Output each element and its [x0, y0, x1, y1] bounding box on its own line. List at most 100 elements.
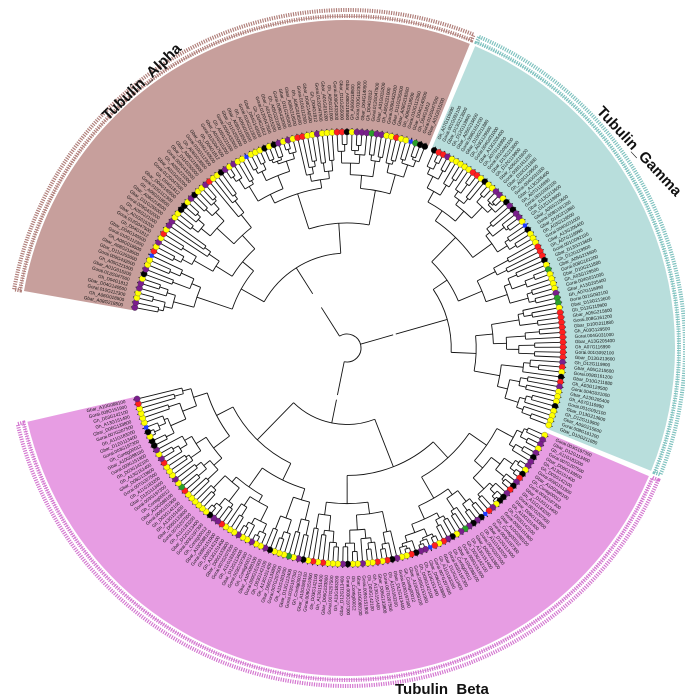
- tree-branch: [460, 184, 468, 194]
- tree-branch: [435, 519, 439, 526]
- tree-branch: [211, 208, 220, 217]
- tree-branch: [401, 159, 404, 164]
- tree-branch: [526, 427, 529, 433]
- tree-branch: [238, 179, 246, 190]
- tree-branch: [151, 296, 154, 302]
- leaf-marker: [238, 155, 246, 163]
- tree-branch: [262, 163, 267, 170]
- tree-branch: [471, 206, 483, 219]
- tree-branch: [171, 446, 175, 452]
- leaf-label: Gbar_A05G215600: [574, 365, 615, 374]
- tree-branch: [248, 186, 259, 202]
- tree-branch: [321, 162, 326, 164]
- tree-branch: [285, 148, 291, 151]
- tree-branch: [506, 335, 526, 338]
- tree-branch: [305, 520, 310, 536]
- leaf-label: Gorai.008G161200: [573, 371, 613, 380]
- tree-branch: [240, 214, 252, 228]
- leaf-marker: [421, 143, 429, 150]
- leaf-marker: [522, 223, 528, 228]
- tree-branch: [509, 467, 515, 472]
- tree-branch: [319, 179, 323, 189]
- tree-branch: [509, 379, 520, 383]
- tree-branch: [191, 283, 201, 288]
- tree-branch: [171, 279, 174, 285]
- tree-branch: [213, 502, 217, 507]
- tree-branch: [244, 183, 254, 190]
- leaf-label: Gh_A13G151400: [315, 574, 324, 611]
- tree-branch: [218, 498, 226, 506]
- tree-branch: [431, 261, 459, 302]
- tree-branch: [282, 463, 292, 481]
- tree-branch: [207, 251, 212, 257]
- tree-branch: [458, 290, 483, 302]
- tree-branch: [491, 495, 496, 500]
- tree-branch: [179, 444, 188, 450]
- tree-branch: [300, 488, 306, 500]
- tree-branch: [509, 245, 517, 250]
- tree-branch: [191, 256, 197, 265]
- tree-branch: [492, 227, 505, 237]
- tree-branch: [257, 188, 284, 202]
- tree-branch: [312, 160, 317, 162]
- tree-branch: [524, 428, 528, 431]
- tree-branch: [501, 473, 507, 480]
- tree-branch: [152, 298, 166, 303]
- tree-branch: [379, 157, 381, 162]
- tree-branch: [501, 478, 506, 484]
- leaf-label: Gbar_D06G133800: [320, 574, 329, 615]
- tree-branch: [439, 184, 447, 196]
- tree-branch: [367, 541, 375, 544]
- tree-branch: [381, 544, 384, 550]
- tree-branch: [275, 515, 281, 530]
- tree-branch: [195, 211, 200, 217]
- tree-branch: [418, 543, 424, 546]
- tree-branch: [462, 503, 468, 511]
- tree-branch: [207, 469, 219, 480]
- tree-branch: [164, 306, 173, 309]
- tree-branch: [173, 301, 194, 308]
- tree-branch: [360, 187, 391, 195]
- leaf-label: Gh_A06G018500: [349, 84, 355, 120]
- tree-branch: [182, 405, 197, 412]
- tree-branch: [248, 467, 263, 488]
- tree-branch: [338, 223, 342, 254]
- tree-branch: [205, 437, 223, 459]
- tree-branch: [370, 159, 380, 163]
- tree-branch: [169, 271, 181, 277]
- tree-branch: [391, 160, 394, 165]
- tree-branch: [386, 163, 390, 173]
- tree-branch: [234, 194, 238, 200]
- leaf-marker: [485, 507, 493, 514]
- leaf-label: Gorai.007G207500: [382, 572, 393, 612]
- tree-branch: [515, 443, 524, 449]
- leaf-label: Gh_A11G183200: [333, 575, 340, 611]
- tree-branch: [213, 475, 226, 489]
- tree-branch: [489, 222, 494, 227]
- clade-sectors: [23, 19, 675, 676]
- tree-branch: [404, 535, 408, 543]
- tree-branch: [509, 297, 529, 304]
- tree-branch: [206, 178, 239, 218]
- clade-sector-gamma: [432, 46, 675, 471]
- tree-branch: [168, 218, 207, 247]
- tree-branch: [323, 530, 325, 535]
- tree-branch: [262, 523, 267, 533]
- leaf-marker: [545, 421, 553, 429]
- tree-branch: [213, 457, 223, 466]
- tree-branch: [518, 385, 527, 388]
- clade-label-beta: Tubulin_Beta: [395, 681, 490, 695]
- tree-branch: [476, 280, 487, 302]
- tree-branch: [313, 161, 316, 167]
- tree-branch: [512, 469, 517, 474]
- tree-branch: [367, 542, 370, 550]
- tree-branch: [211, 504, 216, 509]
- tree-branch: [403, 164, 409, 178]
- tree-branch: [432, 441, 449, 459]
- tree-branch: [303, 534, 309, 536]
- tree-branch: [203, 460, 211, 466]
- tree-branch: [336, 361, 345, 396]
- leaf-label: Gbar_A08G218500: [345, 80, 350, 120]
- tree-branch: [427, 201, 456, 222]
- tree-root-arc: [339, 333, 362, 363]
